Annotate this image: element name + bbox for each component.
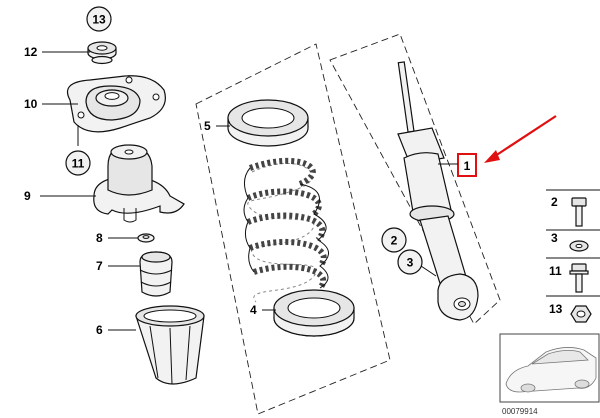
part-7-bump-stop[interactable] [139, 251, 173, 297]
spring-group-frame [195, 43, 391, 415]
part-4-lower-spring-pad[interactable] [273, 289, 355, 337]
callout-13: 13 [92, 13, 106, 27]
part-5-upper-spring-pad[interactable] [227, 99, 309, 147]
legend-item-11[interactable]: 11 [549, 263, 589, 293]
car-outline-icon [505, 347, 597, 393]
legend-label-11: 11 [549, 264, 562, 278]
callout-4: 4 [250, 303, 257, 317]
figure-id: 00079914 [502, 407, 538, 416]
legend-label-13: 13 [549, 302, 563, 316]
red-arrow-icon [484, 115, 557, 163]
part-10-strut-mount[interactable] [66, 75, 166, 133]
callout-5: 5 [204, 119, 211, 133]
callout-11-circle [65, 150, 91, 176]
washer-icon [569, 240, 589, 252]
part-12-washer[interactable] [91, 55, 113, 65]
legend-label-3: 3 [551, 231, 558, 245]
part-6-dust-boot[interactable] [135, 305, 205, 385]
part-9-upper-spring-seat[interactable] [93, 144, 185, 223]
callout-10: 10 [24, 97, 38, 111]
callout-2: 2 [391, 234, 398, 248]
coil-spring[interactable] [243, 157, 329, 303]
flange-bolt-icon [569, 263, 589, 293]
callout-11: 11 [72, 157, 85, 171]
callout-12: 12 [24, 45, 38, 59]
callout-1: 1 [464, 159, 471, 173]
callout-13-circle [86, 6, 112, 32]
callout-7: 7 [96, 259, 103, 273]
callout-6: 6 [96, 323, 103, 337]
bolt-icon [571, 197, 587, 227]
callout-3: 3 [407, 256, 414, 270]
callout-1-highlight [457, 153, 477, 177]
callout-8: 8 [96, 231, 103, 245]
legend-item-13[interactable]: 13 [549, 302, 592, 323]
part-1-shock-absorber[interactable] [397, 61, 479, 321]
callout-2-circle [381, 227, 407, 253]
part-8-washer[interactable] [137, 233, 155, 243]
legend-label-2: 2 [551, 195, 558, 209]
legend-item-3[interactable]: 3 [551, 231, 589, 252]
legend-item-2[interactable]: 2 [551, 195, 587, 227]
hex-nut-icon [570, 305, 592, 323]
shock-group-frame [329, 33, 501, 325]
callout-3-circle [397, 249, 423, 275]
leader-3 [420, 265, 437, 277]
callout-9: 9 [24, 189, 31, 203]
